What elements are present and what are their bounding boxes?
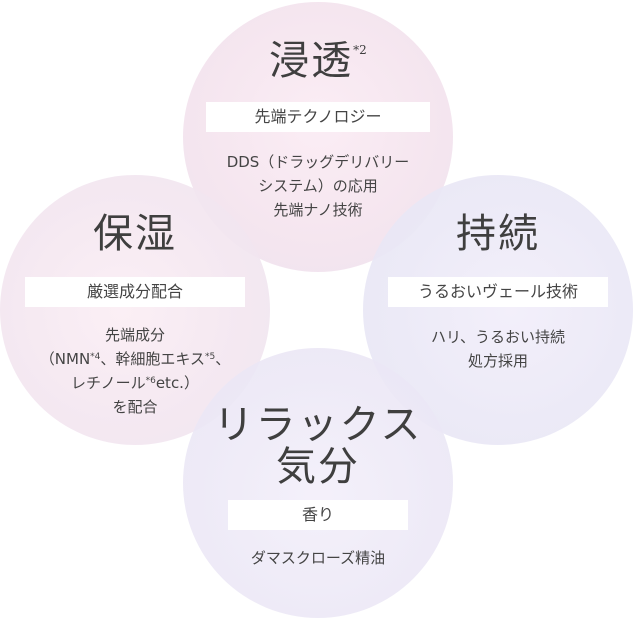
lasting-circle: 持続 うるおいヴェール技術 ハリ、うるおい持続 処方採用 bbox=[363, 175, 633, 445]
penetration-desc-line: 先端ナノ技術 bbox=[273, 201, 363, 219]
moisture-description: 先端成分 （NMN*4、幹細胞エキス*5、 レチノール*6etc.） を配合 bbox=[0, 323, 270, 419]
lasting-description: ハリ、うるおい持続 処方採用 bbox=[363, 325, 633, 373]
moisture-title: 保湿 bbox=[93, 211, 177, 257]
lasting-title: 持続 bbox=[456, 211, 540, 257]
relax-title: リラックス 気分 bbox=[213, 402, 423, 490]
lasting-label: うるおいヴェール技術 bbox=[388, 277, 608, 307]
penetration-description: DDS（ドラッグデリバリー システム）の応用 先端ナノ技術 bbox=[183, 150, 453, 222]
penetration-desc-line: DDS（ドラッグデリバリー bbox=[226, 153, 410, 171]
relax-description: ダマスクローズ精油 bbox=[183, 546, 453, 570]
relax-desc-line: ダマスクローズ精油 bbox=[250, 549, 386, 567]
penetration-note: *2 bbox=[353, 43, 367, 57]
moisture-desc-line: （NMN*4、幹細胞エキス*5、 bbox=[39, 350, 231, 368]
relax-circle: リラックス 気分 香り ダマスクローズ精油 bbox=[183, 348, 453, 618]
penetration-label: 先端テクノロジー bbox=[206, 102, 430, 132]
moisture-label: 厳選成分配合 bbox=[25, 277, 245, 307]
penetration-title: 浸透*2 bbox=[269, 38, 367, 84]
moisture-desc-line: を配合 bbox=[112, 398, 158, 416]
moisture-desc-line: レチノール*6etc.） bbox=[71, 374, 199, 392]
penetration-desc-line: システム）の応用 bbox=[258, 177, 378, 195]
moisture-desc-line: 先端成分 bbox=[104, 326, 165, 344]
relax-label: 香り bbox=[228, 500, 408, 530]
lasting-desc-line: 処方採用 bbox=[467, 352, 528, 370]
lasting-desc-line: ハリ、うるおい持続 bbox=[430, 328, 566, 346]
